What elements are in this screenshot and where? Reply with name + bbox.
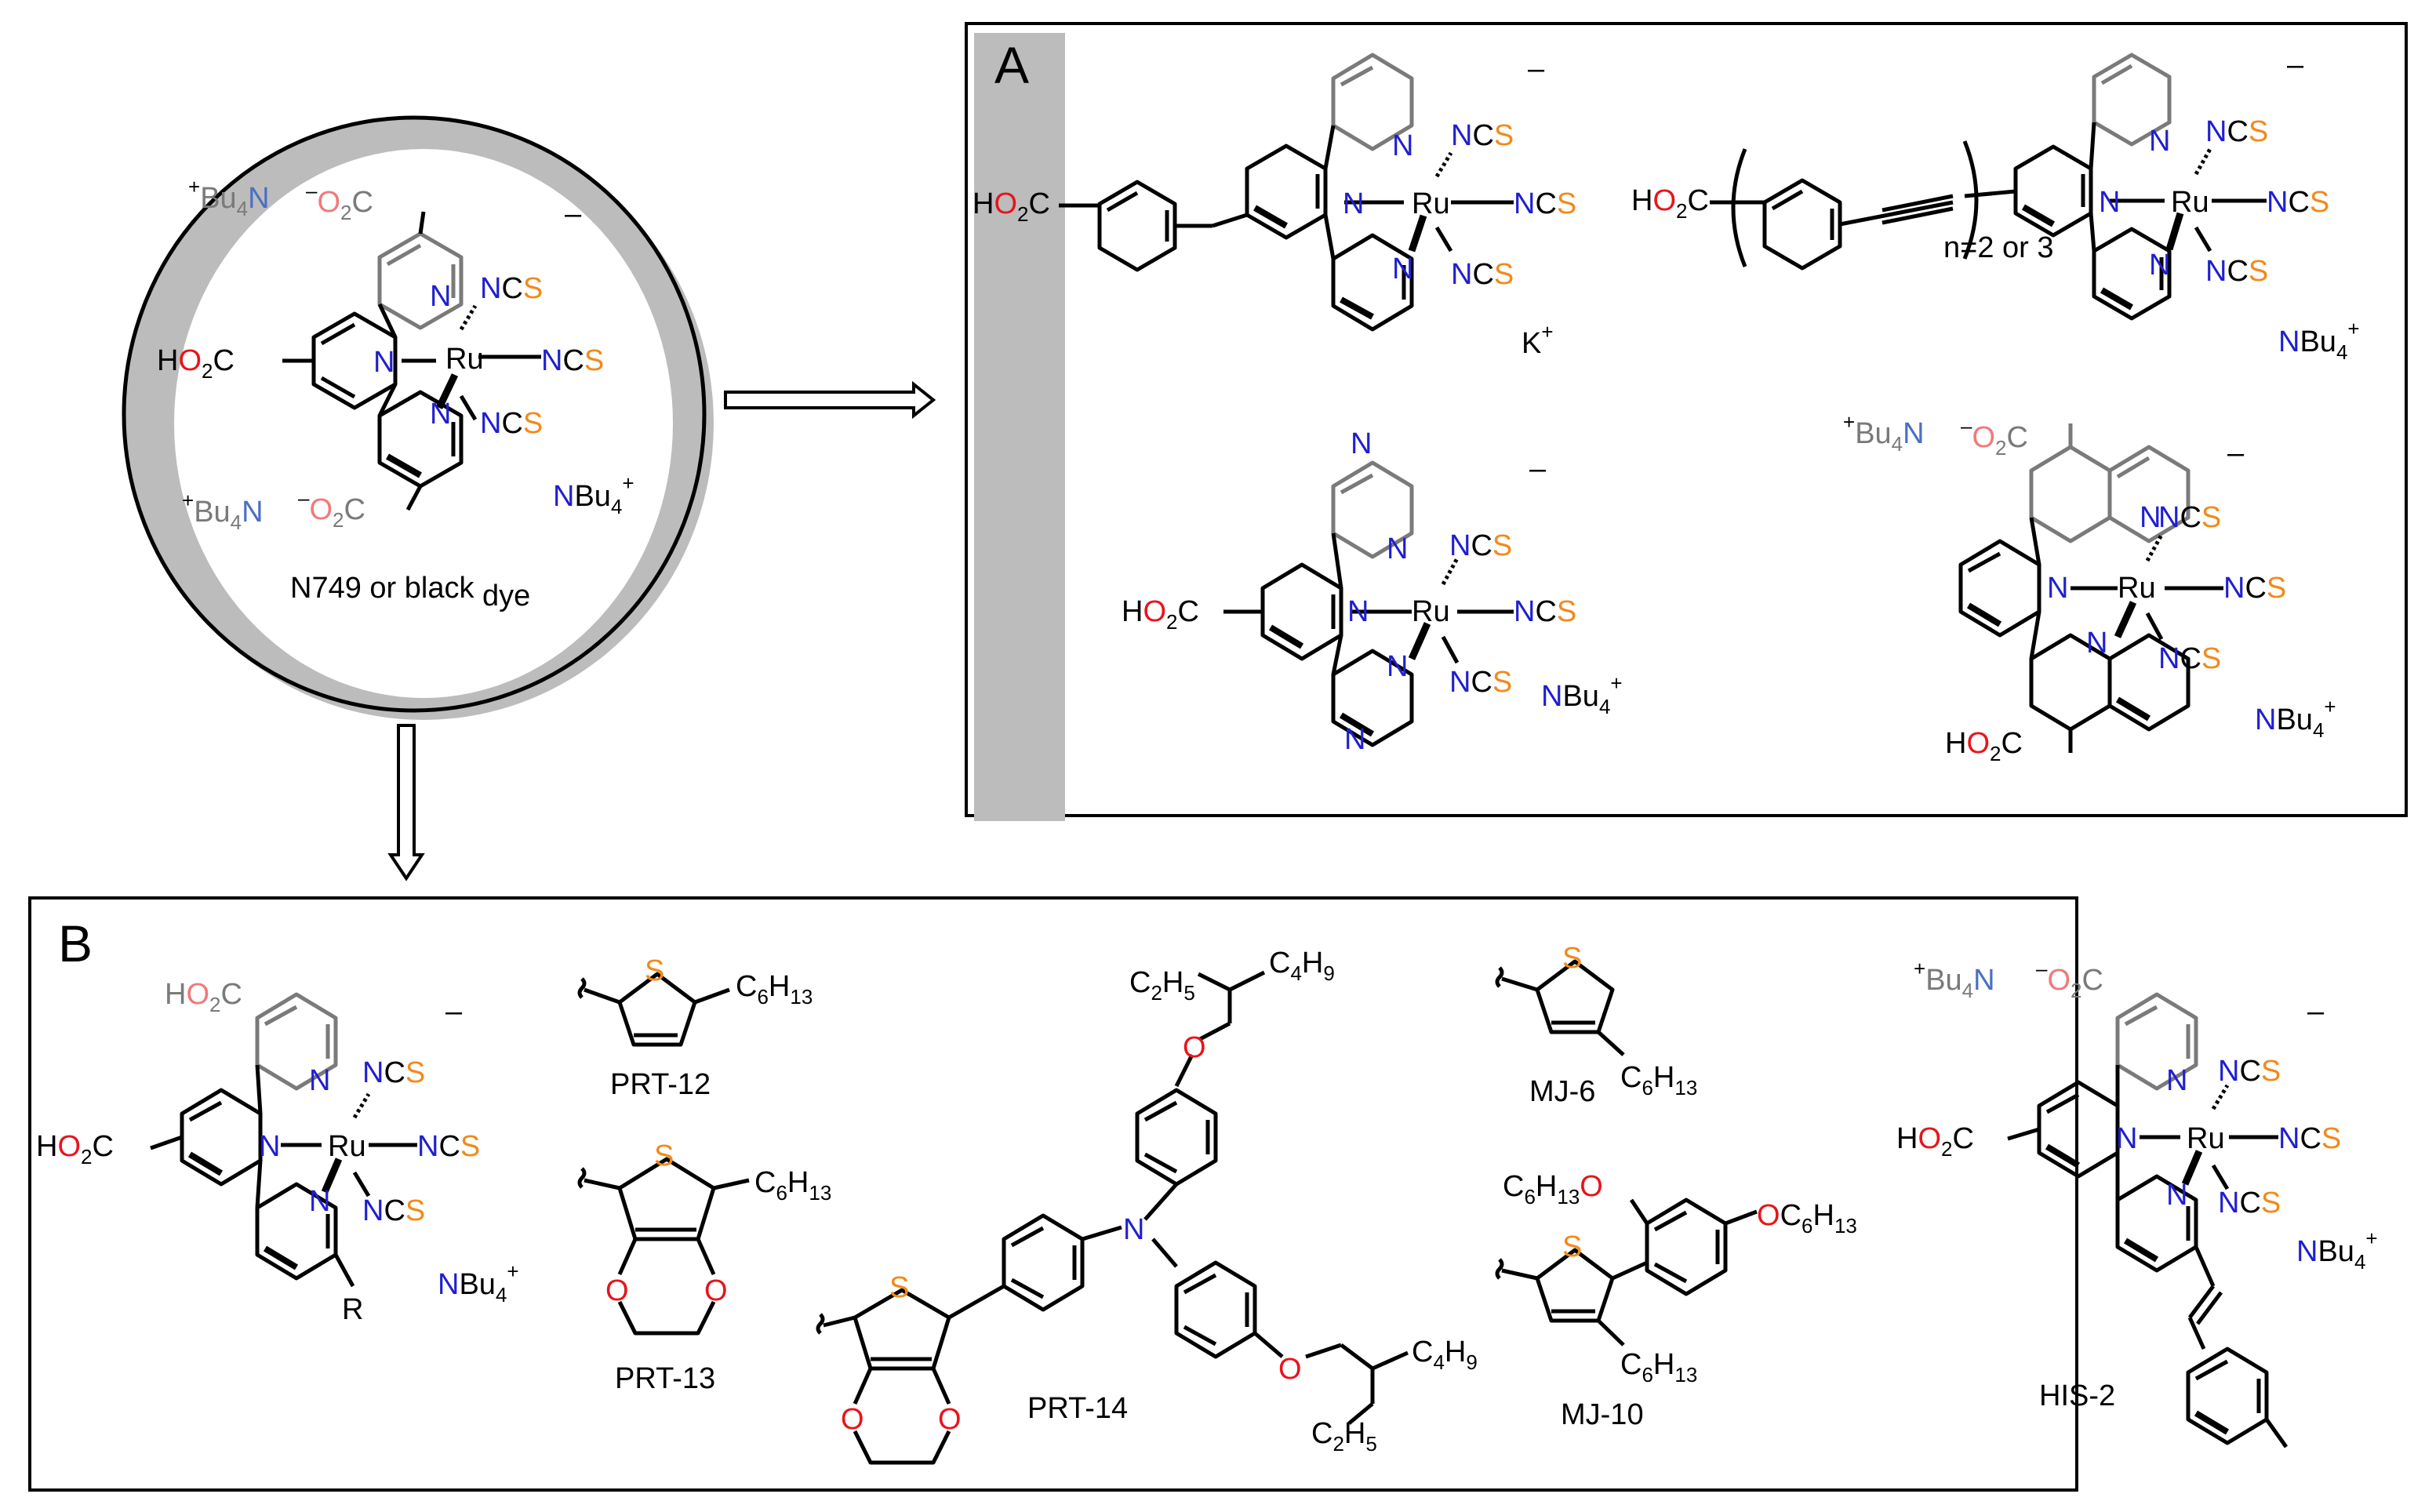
panel-a-border: [965, 22, 2408, 817]
b1-top-acid: HO2C: [165, 978, 242, 1016]
mj6-label: MJ-6: [1529, 1075, 1595, 1108]
mj10-hexyloxy-right: OC6H13: [1757, 1199, 1857, 1238]
prt13-label: PRT-13: [615, 1362, 715, 1395]
b1-molecule: [150, 992, 417, 1288]
mj10-hexyl: C6H13: [1620, 1348, 1697, 1387]
mj10-hexyloxy-top: C6H13O: [1503, 1170, 1603, 1209]
prt14-butyl-top: C4H9: [1269, 947, 1335, 985]
a3-molecule: [1223, 460, 1514, 747]
prt12-hexyl: C6H13: [736, 970, 813, 1009]
his2-label: HIS-2: [2039, 1379, 2115, 1412]
b1-charge: –: [445, 995, 463, 1028]
prt14-structure: [816, 970, 1409, 1465]
prt14-ethyl-bottom: C2H5: [1311, 1417, 1377, 1456]
a1-counterion: K+: [1522, 320, 1554, 360]
mj10-structure: [1495, 1198, 1758, 1347]
n749-circle-group: – N749 or black dye: [122, 115, 714, 720]
prt14-ethyl-top: C2H5: [1129, 966, 1195, 1005]
n749-charge: –: [565, 198, 582, 231]
mj6-sulfur: S: [1562, 942, 1582, 975]
prt14-label: PRT-14: [1027, 1392, 1128, 1425]
prt13-structure: [577, 1157, 750, 1336]
prt12-label: PRT-12: [610, 1068, 711, 1101]
panel-b-label: B: [58, 914, 93, 972]
a2-repeat-label: n=2 or 3: [1943, 231, 2054, 264]
prt13-sulfur: S: [654, 1139, 674, 1172]
mj6-hexyl: C6H13: [1620, 1061, 1697, 1099]
his2-charge: –: [2307, 995, 2325, 1028]
panel-a: A: [965, 22, 2408, 821]
prt13-hexyl: C6H13: [754, 1166, 831, 1205]
prt14-oxygen-top: O: [1183, 1031, 1206, 1064]
a1-charge: –: [1528, 53, 1545, 85]
prt14-sulfur: S: [889, 1271, 909, 1304]
mj10-sulfur: S: [1562, 1230, 1582, 1263]
panel-b-border: [28, 896, 2078, 1492]
arrow-down: [387, 724, 425, 881]
panel-b: B HO2C R: [28, 896, 2378, 1492]
mj6-structure: [1495, 959, 1625, 1056]
prt14-nitrogen: N: [1123, 1213, 1144, 1246]
panel-a-label: A: [994, 36, 1029, 94]
a4-charge: –: [2227, 437, 2245, 470]
b1-r-group: R: [342, 1293, 363, 1326]
circle-inner: [174, 149, 673, 698]
mj10-label: MJ-10: [1561, 1398, 1644, 1431]
a1-molecule: [1059, 53, 1514, 332]
prt14-oxygen-bottom: O: [1278, 1353, 1302, 1386]
n749-bottom-ring: [377, 390, 464, 489]
prt14-oxygen-ring-left: O: [841, 1403, 864, 1436]
prt14-oxygen-ring-right: O: [938, 1403, 962, 1436]
a2-charge: –: [2287, 49, 2304, 82]
prt12-structure: [577, 972, 730, 1047]
a3-charge: –: [1529, 453, 1547, 485]
prt13-oxygen-left: O: [605, 1274, 629, 1307]
n749-caption: N749 or black dye: [290, 572, 530, 612]
prt12-sulfur: S: [645, 954, 664, 987]
prt13-oxygen-right: O: [704, 1274, 728, 1307]
arrow-right: [724, 380, 936, 420]
a2-molecule: [1710, 53, 2267, 321]
prt14-butyl-bottom: C4H9: [1412, 1336, 1478, 1374]
panel-a-surface-bar: [974, 33, 1065, 821]
his2-molecule: [2007, 992, 2289, 1448]
